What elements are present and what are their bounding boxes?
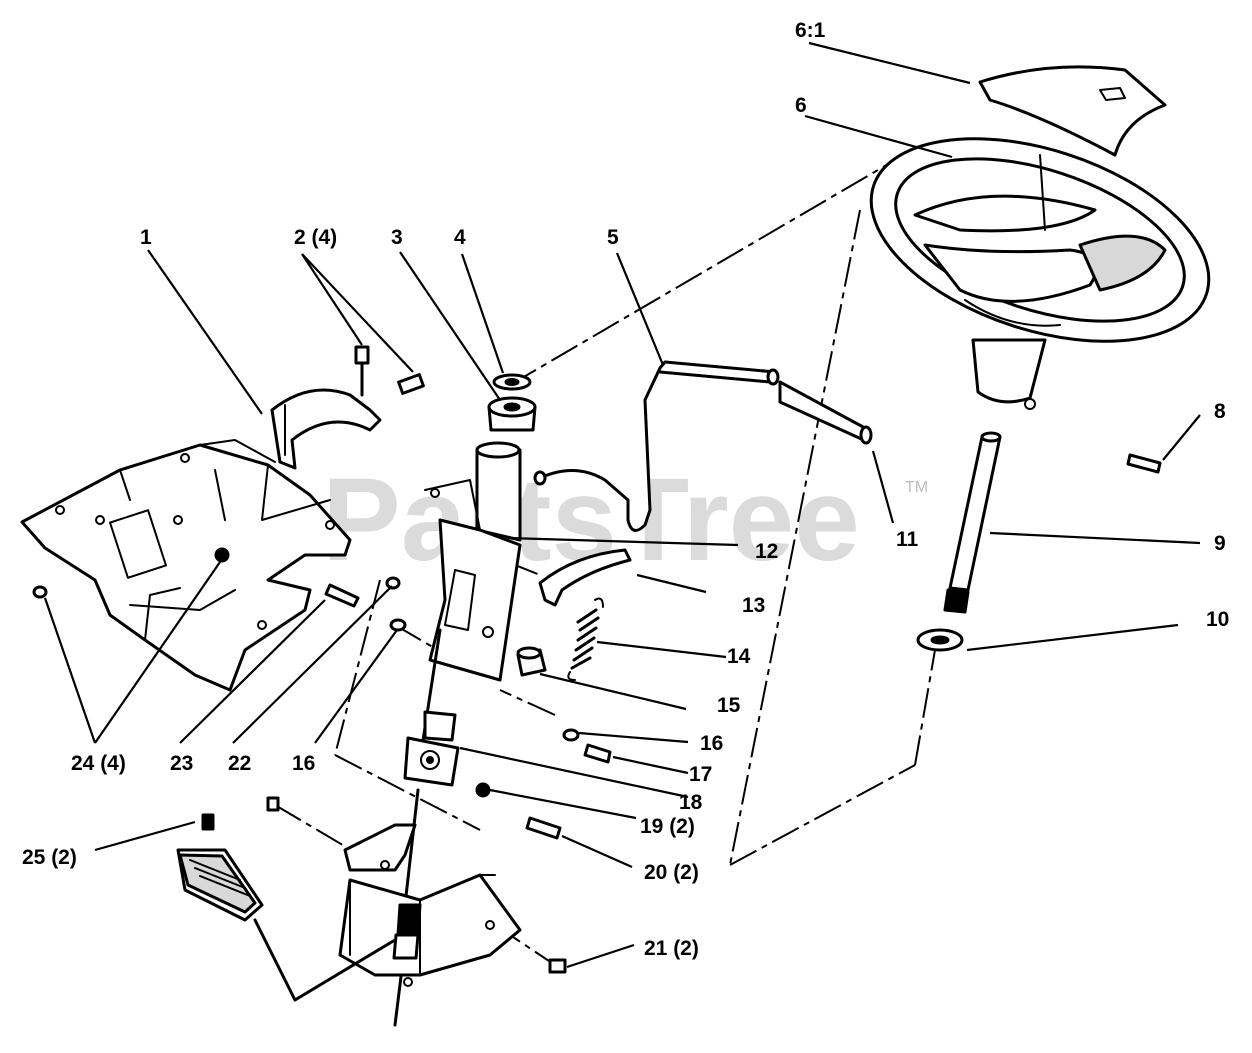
callout-2: 2 (4) (294, 226, 337, 249)
steering-rod-part-5 (533, 360, 873, 532)
pin-part-8 (1126, 453, 1162, 474)
lower-shaft-spline (392, 903, 422, 987)
callout-14: 14 (727, 645, 751, 668)
callout-8: 8 (1214, 400, 1226, 423)
callout-16a: 16 (292, 752, 315, 775)
callout-19: 19 (2) (640, 815, 695, 838)
washer-part-10 (916, 628, 964, 652)
washer-part-4 (492, 373, 532, 391)
spring-part-14 (567, 597, 604, 681)
bolts-part-2 (354, 345, 425, 397)
callout-23: 23 (170, 752, 193, 775)
callout-1: 1 (140, 226, 152, 249)
callout-4: 4 (454, 226, 466, 249)
callout-24: 24 (4) (71, 752, 126, 775)
callout-3: 3 (391, 226, 403, 249)
pedal-pad-part-25 (176, 813, 397, 1002)
watermark-trademark: TM (905, 479, 928, 496)
callout-6: 6 (795, 94, 807, 117)
steering-shaft-part-9 (943, 431, 1002, 614)
callout-5: 5 (607, 226, 619, 249)
universal-joint-part-18 (403, 710, 460, 787)
clamp-bracket (270, 388, 382, 470)
callout-18: 18 (679, 791, 703, 814)
small-hardware (32, 547, 612, 974)
lower-mount-bracket (338, 823, 522, 977)
callout-labels: 1 2 (4) 3 4 5 6:1 6 8 9 10 11 12 13 14 1… (22, 19, 1229, 960)
bushing-part-3 (487, 396, 537, 432)
callout-20: 20 (2) (644, 861, 699, 884)
callout-11: 11 (896, 528, 919, 551)
callout-21: 21 (2) (644, 937, 699, 960)
callout-6-1: 6:1 (795, 19, 826, 42)
callout-12: 12 (755, 540, 778, 563)
cover-part-13 (538, 548, 632, 607)
leader-lines (43, 41, 1201, 969)
callout-25: 25 (2) (22, 846, 77, 869)
callout-16b: 16 (700, 732, 723, 755)
steering-column-housing (424, 441, 522, 682)
callout-9: 9 (1214, 532, 1226, 555)
callout-13: 13 (742, 594, 765, 617)
callout-22: 22 (228, 752, 251, 775)
wheel-cap-part-6-1 (978, 65, 1167, 157)
frame-plate (20, 439, 352, 692)
steering-wheel-part-6 (869, 137, 1211, 410)
callout-10: 10 (1206, 608, 1229, 631)
callout-17: 17 (689, 763, 712, 786)
spacer-part-15 (516, 646, 547, 677)
callout-15: 15 (717, 694, 741, 717)
